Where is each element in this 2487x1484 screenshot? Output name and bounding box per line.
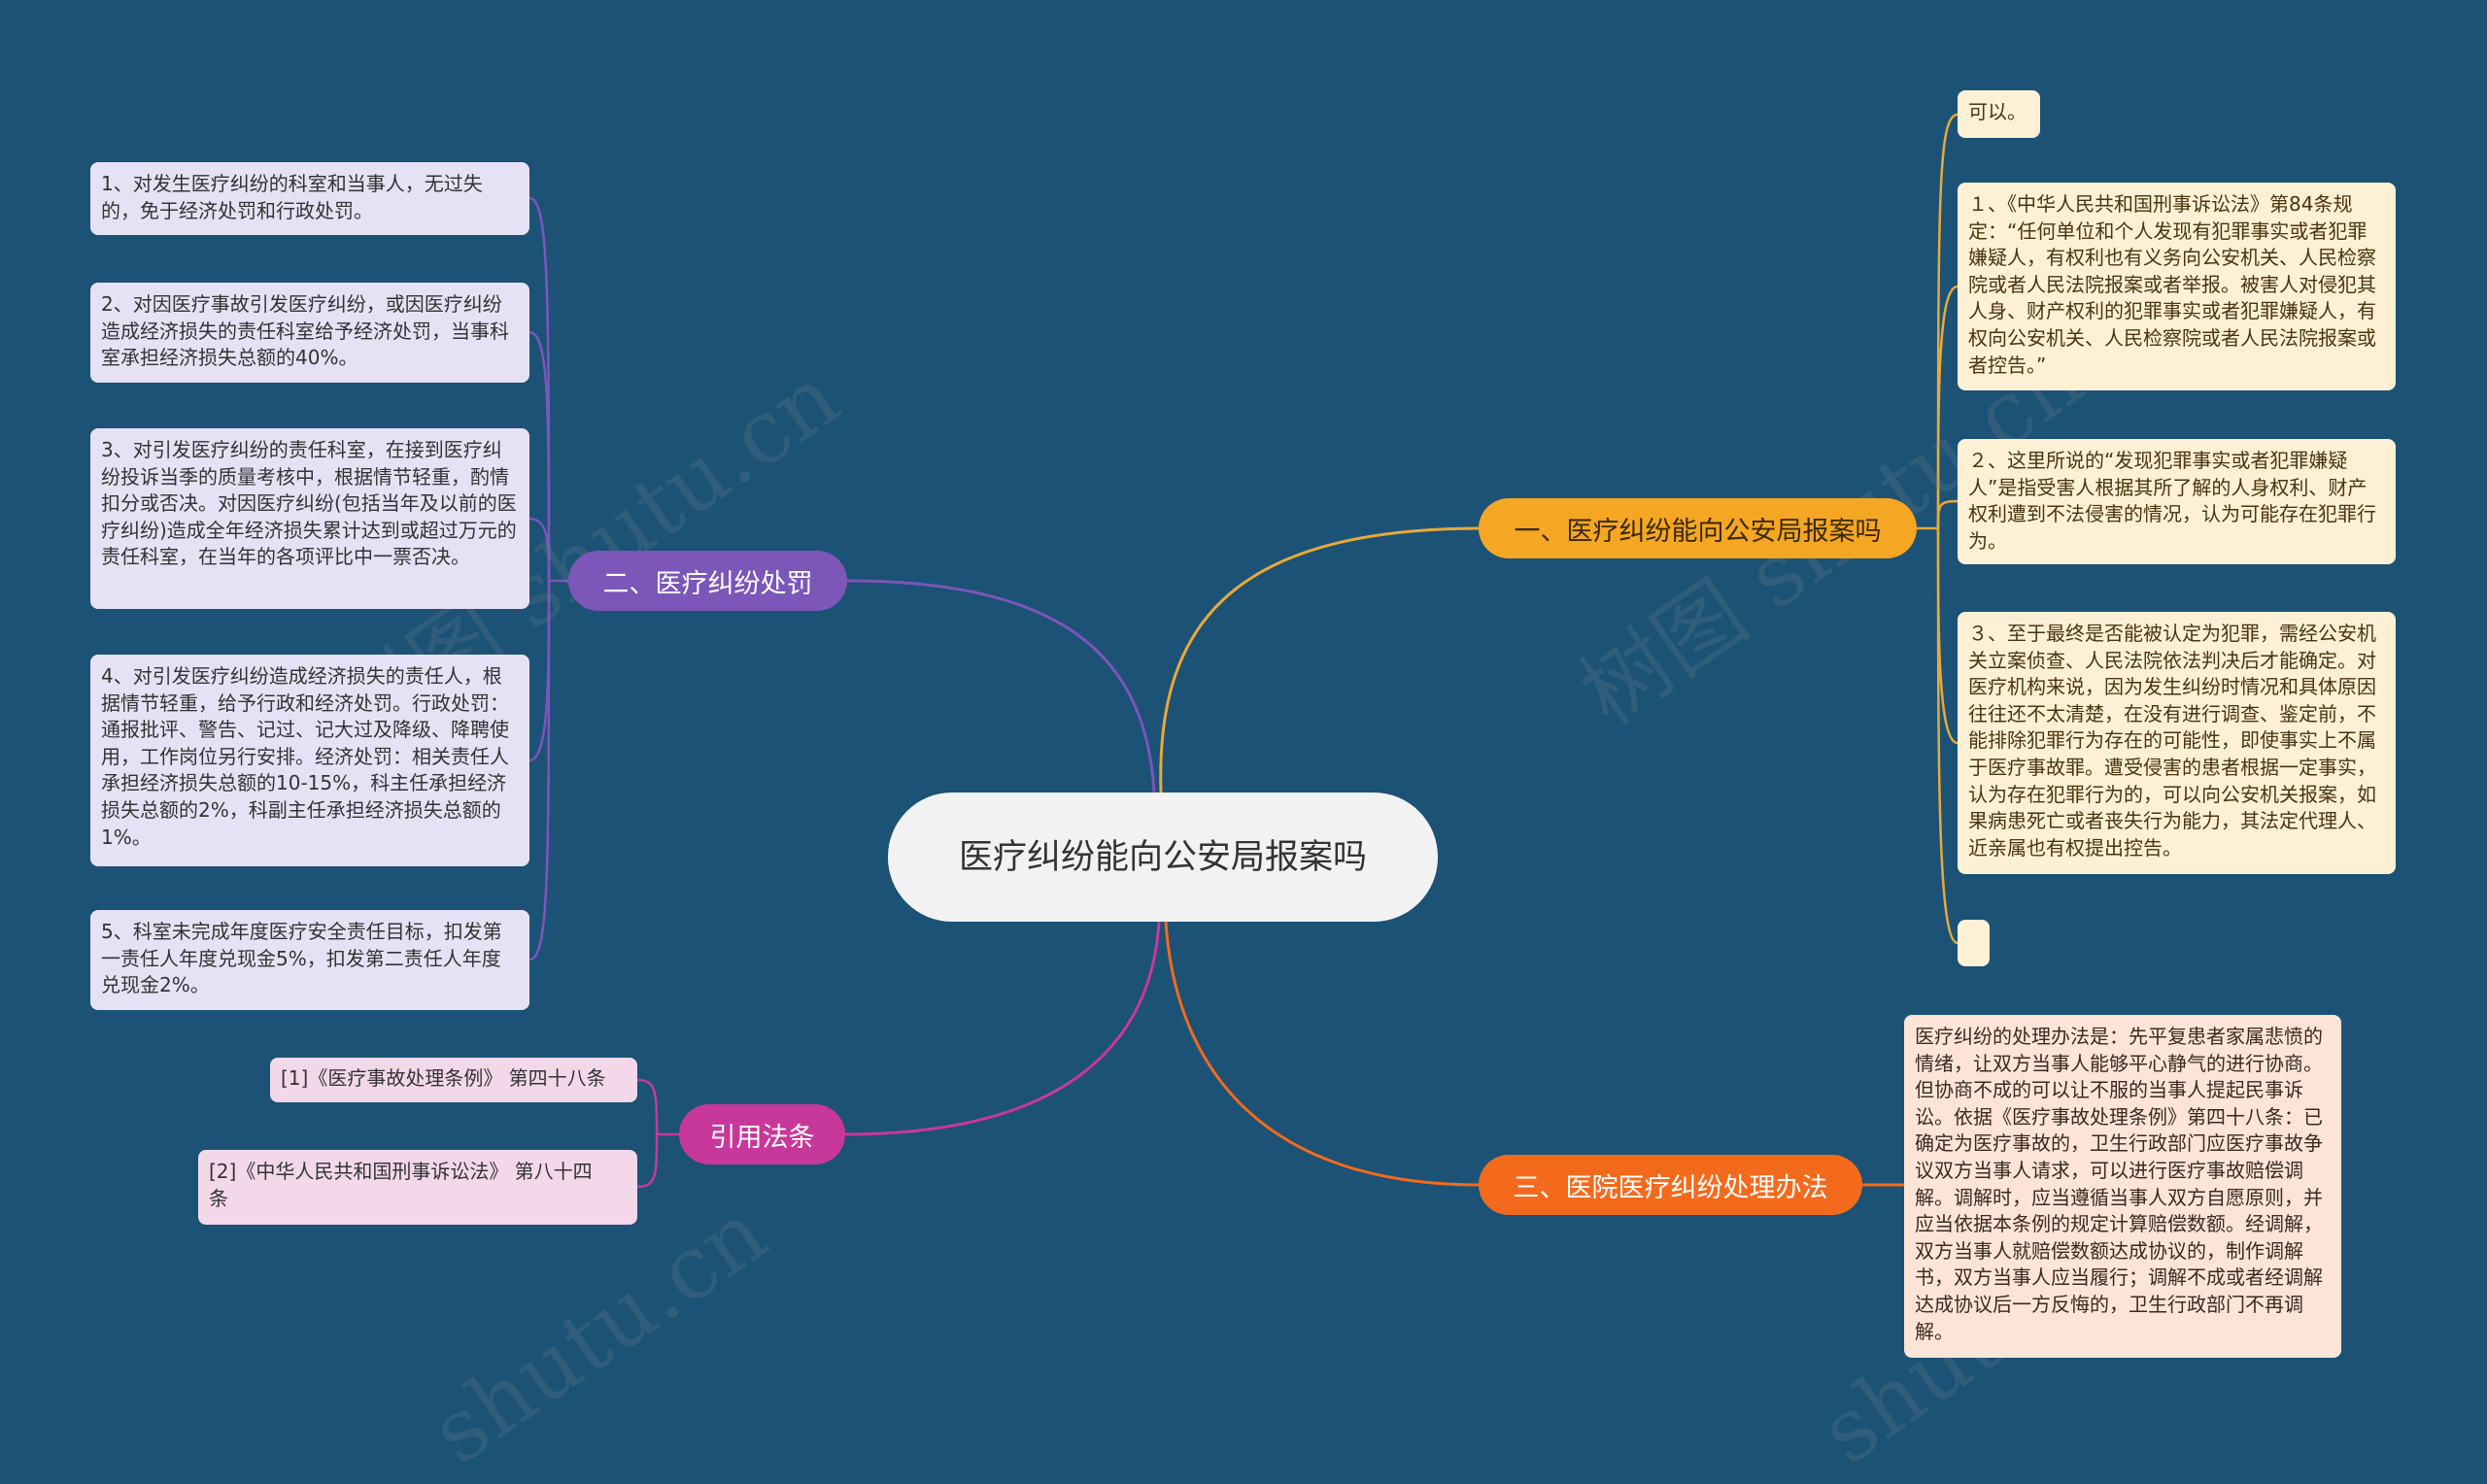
report-item[interactable]: ３、至于最终是否能被认定为犯罪，需经公安机关立案侦查、人民法院依法判决后才能确定… <box>1958 612 2396 874</box>
report-item[interactable]: １、《中华人民共和国刑事诉讼法》第84条规定：“任何单位和个人发现有犯罪事实或者… <box>1958 183 2396 390</box>
branch-penalty[interactable]: 二、医疗纠纷处罚 <box>568 551 847 611</box>
penalty-item[interactable]: 5、科室未完成年度医疗安全责任目标，扣发第一责任人年度兑现金5%，扣发第二责任人… <box>90 910 529 1010</box>
branch-citations[interactable]: 引用法条 <box>679 1104 845 1164</box>
central-topic-label: 医疗纠纷能向公安局报案吗 <box>958 837 1367 877</box>
central-topic[interactable]: 医疗纠纷能向公安局报案吗 <box>888 793 1438 922</box>
report-empty-item[interactable] <box>1958 920 1990 966</box>
handling-item[interactable]: 医疗纠纷的处理办法是：先平复患者家属悲愤的情绪，让双方当事人能够平心静气的进行协… <box>1904 1015 2341 1358</box>
penalty-item[interactable]: 1、对发生医疗纠纷的科室和当事人，无过失的，免于经济处罚和行政处罚。 <box>90 162 529 235</box>
report-item[interactable]: ２、这里所说的“发现犯罪事实或者犯罪嫌疑人”是指受害人根据其所了解的人身权利、财… <box>1958 439 2396 564</box>
citation-item[interactable]: [1]《医疗事故处理条例》 第四十八条 <box>270 1058 637 1102</box>
branch-handling[interactable]: 三、医院医疗纠纷处理办法 <box>1479 1155 1862 1215</box>
penalty-item[interactable]: 2、对因医疗事故引发医疗纠纷，或因医疗纠纷造成经济损失的责任科室给予经济处罚，当… <box>90 283 529 383</box>
branch-report[interactable]: 一、医疗纠纷能向公安局报案吗 <box>1479 498 1917 558</box>
report-item[interactable]: 可以。 <box>1958 90 2040 138</box>
penalty-item[interactable]: 4、对引发医疗纠纷造成经济损失的责任人，根据情节轻重，给予行政和经济处罚。行政处… <box>90 655 529 866</box>
penalty-item[interactable]: 3、对引发医疗纠纷的责任科室，在接到医疗纠纷投诉当季的质量考核中，根据情节轻重，… <box>90 428 529 609</box>
citation-item[interactable]: [2]《中华人民共和国刑事诉讼法》 第八十四条 <box>198 1150 637 1225</box>
connector-lines <box>528 113 1959 1189</box>
